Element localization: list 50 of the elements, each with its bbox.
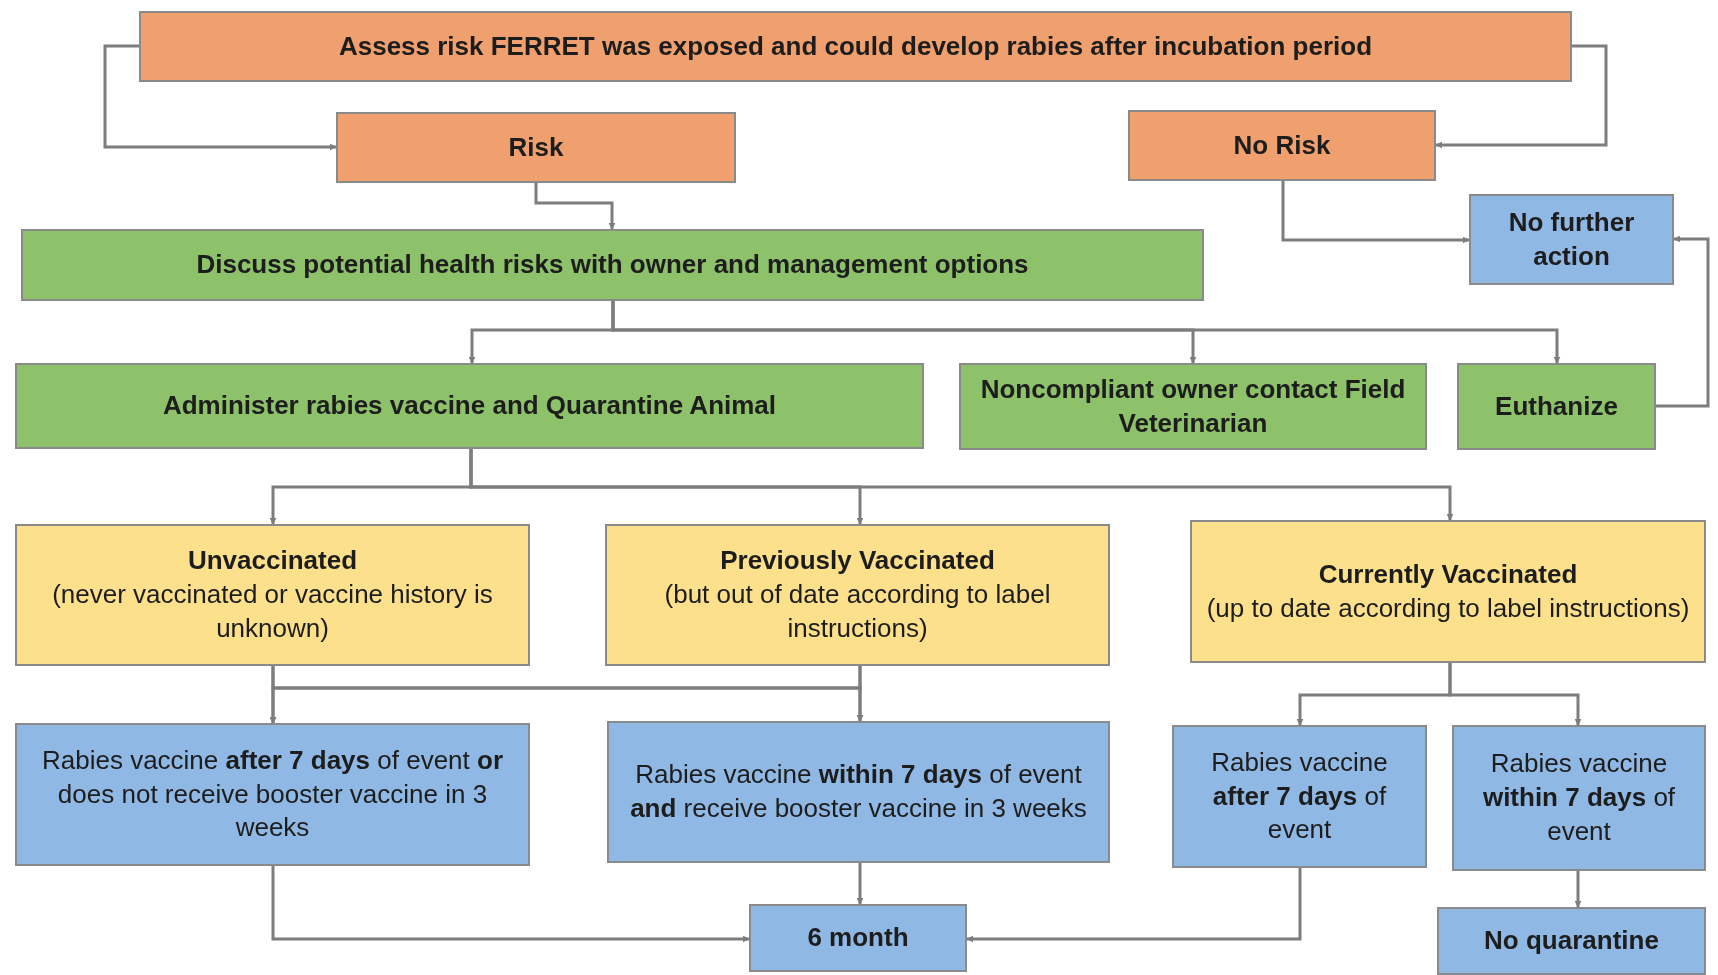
action-box: [959, 363, 1427, 450]
box-text: Noncompliant owner contact Field Veterinarian: [979, 372, 1407, 440]
box-text: Administer rabies vaccine and Quarantine Animal: [162, 389, 777, 423]
box-text: 6 month: [807, 921, 909, 955]
box-note: (but out of date according to label instructions): [663, 578, 1052, 645]
box-heading: Previously Vaccinated: [720, 544, 995, 578]
arrow: [1281, 181, 1470, 244]
outcome-box: [15, 723, 530, 866]
box-text: Assess risk FERRET was exposed and could develop rabies after incubation period: [338, 29, 1373, 63]
arrow: [1574, 871, 1582, 908]
box-heading: Unvaccinated: [187, 544, 358, 578]
outcome-box: [1452, 725, 1706, 871]
box-text: Rabies vaccine after 7 days of event or does not receive booster vaccine in 3 weeks: [40, 743, 504, 845]
box-text: No quarantine: [1484, 924, 1659, 958]
box-text: No Risk: [1233, 128, 1331, 162]
box-text: No further action: [1507, 205, 1636, 273]
outcome-box: [1437, 907, 1706, 975]
box-text: Risk: [508, 130, 564, 164]
arrow: [469, 449, 1454, 521]
action-box: [21, 229, 1204, 301]
category-box: [1190, 520, 1706, 663]
action-box: [15, 363, 924, 449]
arrow: [1656, 235, 1710, 408]
arrow: [271, 866, 750, 943]
box-note: (up to date according to label instructions): [1206, 591, 1690, 625]
box-text: Euthanize: [1495, 389, 1618, 423]
box-note: (never vaccinated or vaccine history is unknown): [51, 578, 494, 645]
box-text: Rabies vaccine after 7 days of event: [1210, 745, 1389, 847]
box-text: Rabies vaccine within 7 days of event and receive booster vaccine in 3 weeks: [629, 758, 1088, 825]
outcome-box: [749, 904, 967, 972]
process-box: [1128, 110, 1436, 181]
arrow: [534, 183, 616, 230]
box-heading: Currently Vaccinated: [1318, 557, 1578, 591]
arrow: [966, 868, 1302, 943]
category-box: [15, 524, 530, 666]
process-box: [336, 112, 736, 183]
action-box: [1457, 363, 1656, 450]
arrow: [856, 863, 864, 905]
arrow: [1448, 663, 1582, 726]
arrow: [1435, 44, 1608, 149]
arrow: [856, 666, 864, 722]
outcome-box: [1469, 194, 1674, 285]
outcome-box: [607, 721, 1110, 863]
process-box: [139, 11, 1572, 82]
box-text: Discuss potential health risks with owner and management options: [196, 248, 1029, 282]
arrow: [103, 44, 337, 151]
box-text: Rabies vaccine within 7 days of event: [1481, 747, 1677, 848]
category-box: [605, 524, 1110, 666]
outcome-box: [1172, 725, 1427, 868]
arrow: [611, 301, 1561, 364]
